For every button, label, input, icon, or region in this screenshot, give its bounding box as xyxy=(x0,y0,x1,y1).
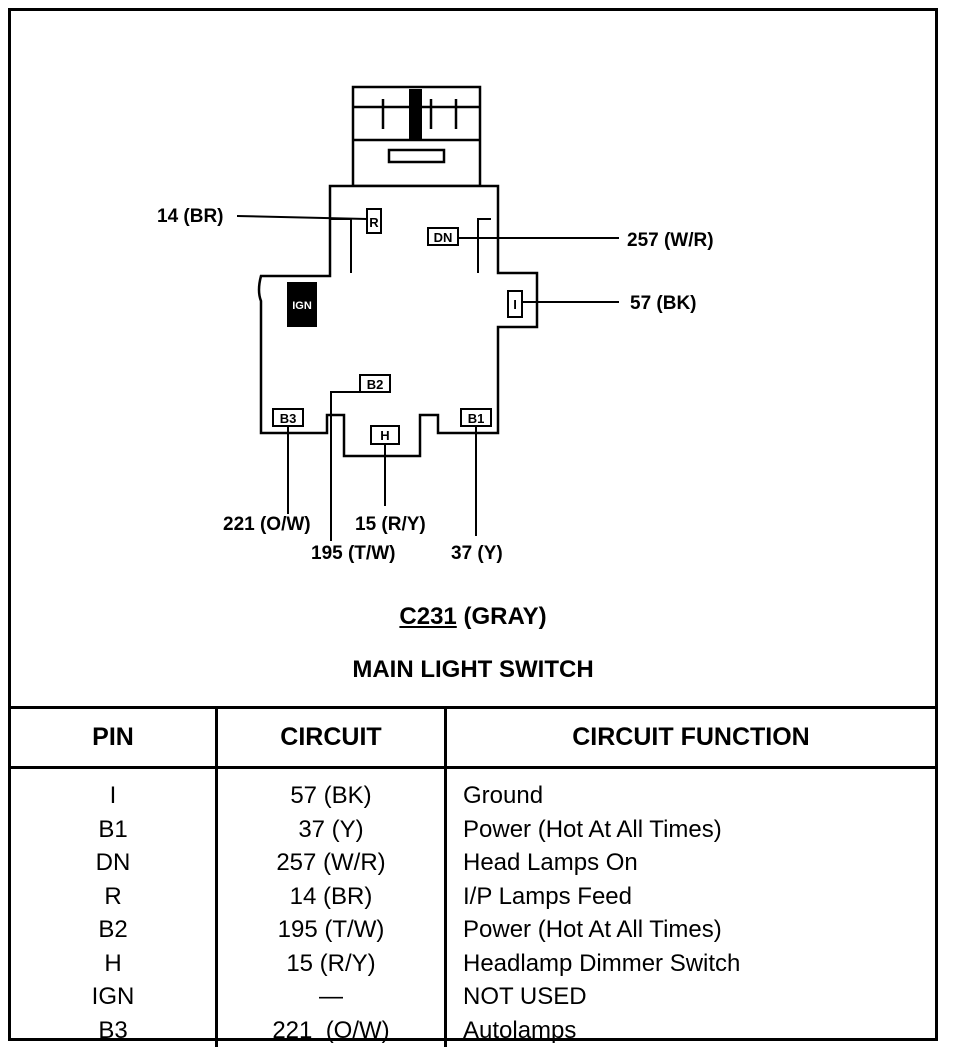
connector-name: MAIN LIGHT SWITCH xyxy=(352,656,594,683)
wire-label-14: 14 (BR) xyxy=(157,206,224,227)
cell-circuit: — xyxy=(215,980,446,1014)
svg-text:H: H xyxy=(380,428,389,443)
cell-function: Head Lamps On xyxy=(444,846,935,880)
cell-pin: B3 xyxy=(98,1016,128,1044)
cell-function: Power (Hot At All Times) xyxy=(444,913,935,947)
pin-table: PIN CIRCUIT CIRCUIT FUNCTION I 57 (BK) G… xyxy=(11,706,935,1047)
table-row: R 14 (BR) I/P Lamps Feed xyxy=(11,879,935,913)
wire-label-221: 221 (O/W) xyxy=(223,514,311,535)
table-row: I 57 (BK) Ground xyxy=(11,767,935,813)
cell-pin: H xyxy=(104,949,122,977)
connector-housing xyxy=(257,184,539,458)
cell-circuit: 257 (W/R) xyxy=(215,846,446,880)
svg-text:DN: DN xyxy=(434,230,453,245)
cell-function: Headlamp Dimmer Switch xyxy=(444,946,935,980)
wire-label-15: 15 (R/Y) xyxy=(355,514,426,535)
wire-label-37: 37 (Y) xyxy=(451,543,503,564)
connector-color: (GRAY) xyxy=(463,603,547,630)
diagram-frame: R DN IGN I B2 B3 xyxy=(8,8,941,1047)
pin-dn: DN xyxy=(427,227,459,246)
cell-function: I/P Lamps Feed xyxy=(444,879,935,913)
pin-i: I xyxy=(507,290,523,318)
cell-pin: I xyxy=(109,782,117,809)
table-row: B2 195 (T/W) Power (Hot At All Times) xyxy=(11,913,935,947)
cell-circuit: 195 (T/W) xyxy=(215,913,446,947)
cell-pin: B2 xyxy=(98,916,128,943)
pin-b3: B3 xyxy=(272,408,304,427)
svg-text:I: I xyxy=(513,297,517,312)
wire-label-57: 57 (BK) xyxy=(630,293,697,314)
cell-function: Ground xyxy=(444,767,935,813)
cell-pin: R xyxy=(104,882,122,910)
pin-ign: IGN xyxy=(287,282,317,327)
cell-function: NOT USED xyxy=(444,980,935,1014)
pin-b1: B1 xyxy=(460,408,492,427)
cell-function: Autolamps xyxy=(444,1013,935,1047)
wire-label-257: 257 (W/R) xyxy=(627,230,714,251)
table-row: H 15 (R/Y) Headlamp Dimmer Switch xyxy=(11,946,935,980)
svg-text:B1: B1 xyxy=(468,411,485,426)
header-circuit: CIRCUIT xyxy=(215,706,446,769)
header-circuit-function: CIRCUIT FUNCTION xyxy=(444,706,935,769)
pin-b2: B2 xyxy=(359,374,391,393)
cell-circuit: 57 (BK) xyxy=(215,767,446,813)
table-row: B3 221 (O/W) Autolamps xyxy=(11,1013,935,1047)
connector-plug xyxy=(351,85,482,188)
wire-label-195: 195 (T/W) xyxy=(311,543,396,564)
table-row: DN 257 (W/R) Head Lamps On xyxy=(11,846,935,880)
table-header-row: PIN CIRCUIT CIRCUIT FUNCTION xyxy=(11,706,935,769)
leader-lines xyxy=(236,215,619,541)
cell-circuit: 221 (O/W) xyxy=(215,1013,446,1047)
cell-pin: DN xyxy=(95,849,131,876)
svg-text:B3: B3 xyxy=(280,411,297,426)
cell-pin: IGN xyxy=(91,983,135,1010)
svg-text:R: R xyxy=(369,215,379,230)
connector-id: C231 xyxy=(399,603,457,630)
svg-text:IGN: IGN xyxy=(292,300,312,312)
cell-function: Power (Hot At All Times) xyxy=(444,812,935,846)
pin-r: R xyxy=(366,208,382,234)
pin-h: H xyxy=(370,425,400,445)
svg-text:B2: B2 xyxy=(367,377,384,392)
table-row: IGN — NOT USED xyxy=(11,980,935,1014)
cell-circuit: 15 (R/Y) xyxy=(215,946,446,980)
cell-pin: B1 xyxy=(98,815,128,843)
cell-circuit: 37 (Y) xyxy=(215,812,446,846)
header-pin: PIN xyxy=(11,706,217,769)
cell-circuit: 14 (BR) xyxy=(215,879,446,913)
connector-diagram: R DN IGN I B2 B3 xyxy=(11,11,941,706)
table-row: B1 37 (Y) Power (Hot At All Times) xyxy=(11,812,935,846)
connector-title: C231 (GRAY) xyxy=(11,603,935,631)
connector-drawing: R DN IGN I B2 B3 xyxy=(236,85,619,541)
